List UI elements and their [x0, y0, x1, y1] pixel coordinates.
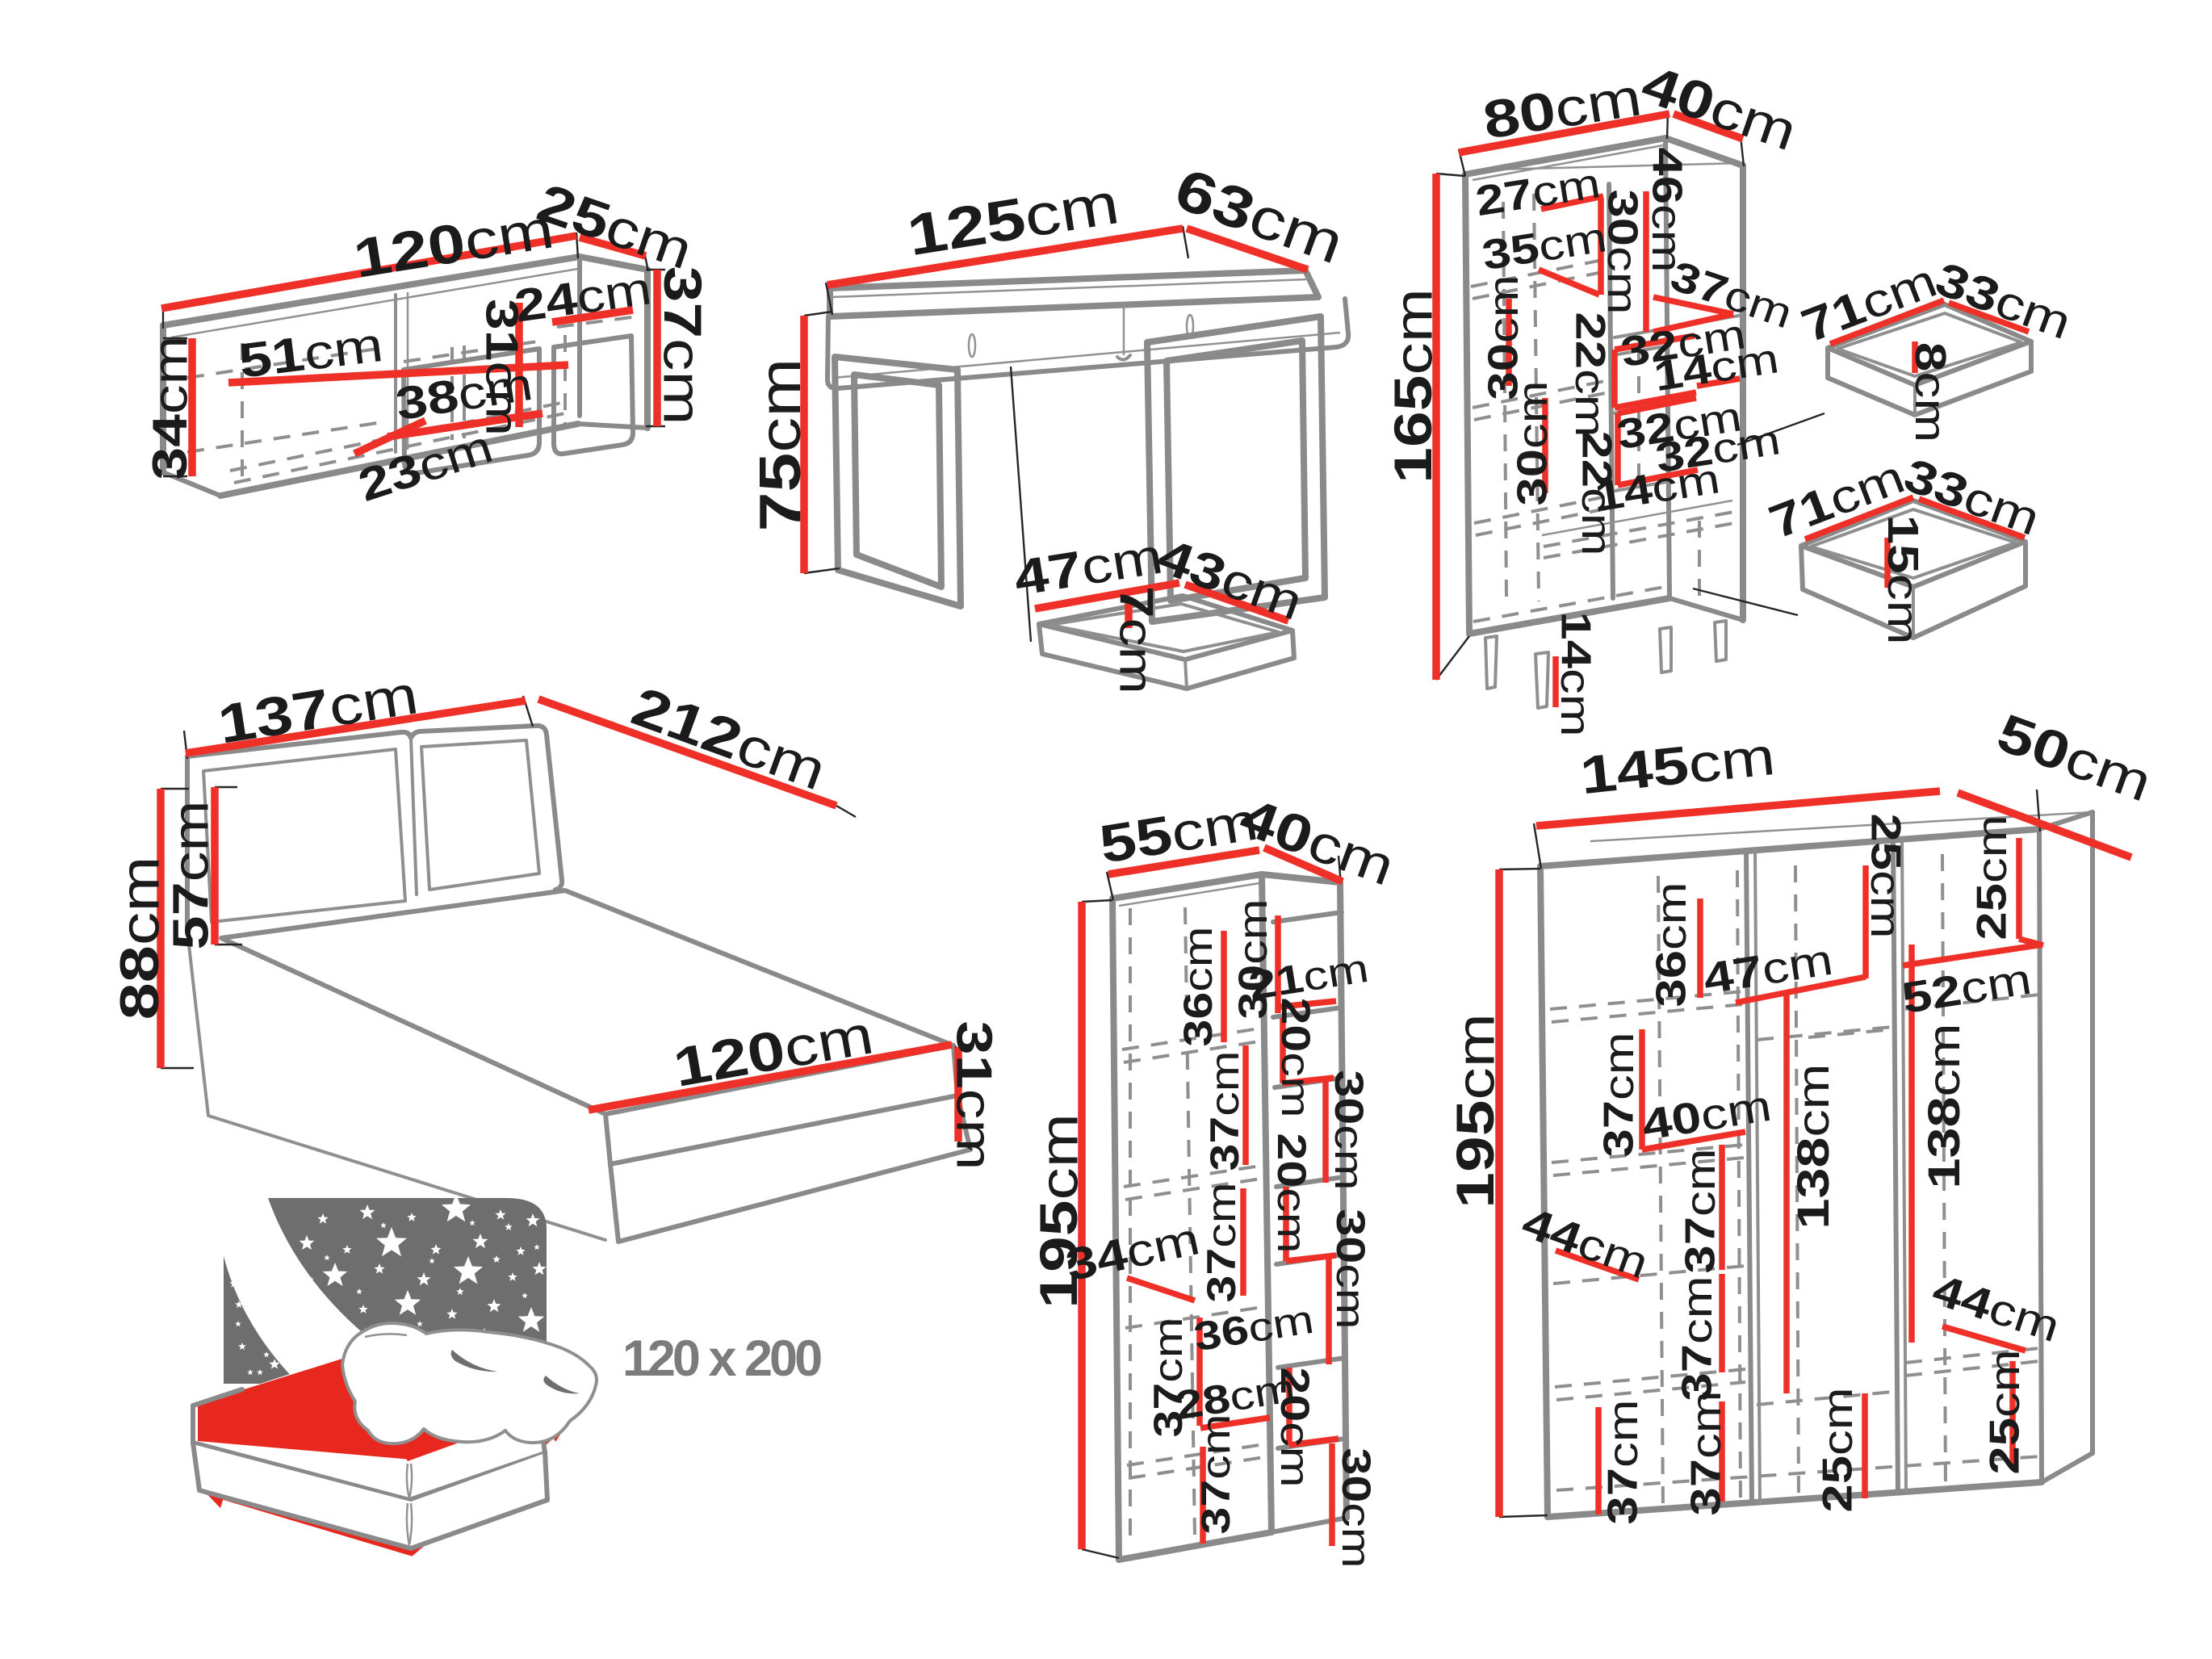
- svg-text:15cm: 15cm: [1879, 514, 1929, 644]
- svg-text:165cm: 165cm: [1383, 288, 1443, 484]
- svg-text:22cm: 22cm: [1567, 312, 1614, 437]
- svg-text:46cm: 46cm: [1644, 147, 1690, 272]
- svg-text:30cm: 30cm: [1599, 189, 1646, 314]
- svg-text:36cm: 36cm: [1175, 926, 1221, 1046]
- svg-text:34cm: 34cm: [143, 336, 197, 480]
- svg-text:20cm: 20cm: [1269, 1133, 1314, 1253]
- svg-text:37cm: 37cm: [1677, 1148, 1724, 1273]
- svg-text:32cm: 32cm: [1618, 310, 1749, 376]
- svg-text:37cm: 37cm: [653, 266, 713, 425]
- svg-text:7cm: 7cm: [1110, 586, 1163, 694]
- svg-text:31cm: 31cm: [476, 299, 528, 436]
- svg-text:14cm: 14cm: [1552, 611, 1599, 736]
- svg-text:30cm: 30cm: [1480, 274, 1527, 400]
- svg-text:20cm: 20cm: [1272, 1367, 1318, 1487]
- svg-text:195cm: 195cm: [1028, 1113, 1088, 1309]
- svg-text:25cm: 25cm: [1981, 1349, 2028, 1474]
- svg-text:37cm: 37cm: [1599, 1399, 1646, 1524]
- svg-text:40cm: 40cm: [1639, 1080, 1775, 1149]
- svg-text:138cm: 138cm: [1919, 1023, 1970, 1188]
- svg-text:30cm: 30cm: [1230, 899, 1276, 1019]
- svg-text:37cm: 37cm: [1682, 1390, 1729, 1515]
- svg-text:30cm: 30cm: [1328, 1209, 1373, 1329]
- svg-text:57cm: 57cm: [162, 801, 219, 950]
- svg-text:37cm: 37cm: [1202, 1050, 1247, 1171]
- svg-text:37cm: 37cm: [1193, 1414, 1238, 1534]
- svg-text:31cm: 31cm: [946, 1021, 1003, 1171]
- svg-text:8cm: 8cm: [1907, 342, 1956, 442]
- svg-text:30cm: 30cm: [1334, 1447, 1379, 1568]
- svg-text:30cm: 30cm: [1326, 1070, 1372, 1190]
- svg-text:195cm: 195cm: [1445, 1013, 1505, 1209]
- svg-text:138cm: 138cm: [1788, 1063, 1839, 1229]
- svg-text:37cm: 37cm: [1199, 1182, 1244, 1302]
- svg-text:36cm: 36cm: [1648, 882, 1695, 1007]
- svg-text:47cm: 47cm: [1010, 527, 1167, 606]
- svg-text:37cm: 37cm: [1595, 1032, 1642, 1157]
- svg-text:30cm: 30cm: [1509, 380, 1556, 505]
- svg-text:37cm: 37cm: [1674, 1276, 1720, 1401]
- svg-text:20cm: 20cm: [1273, 997, 1318, 1117]
- svg-text:22cm: 22cm: [1573, 430, 1620, 555]
- svg-text:37cm: 37cm: [1146, 1317, 1191, 1437]
- svg-text:25cm: 25cm: [1814, 1387, 1861, 1512]
- svg-text:88cm: 88cm: [109, 857, 170, 1020]
- svg-text:120 x 200: 120 x 200: [622, 1330, 821, 1387]
- svg-text:25cm: 25cm: [1968, 815, 2015, 940]
- svg-text:25cm: 25cm: [1862, 813, 1909, 938]
- svg-text:75cm: 75cm: [748, 358, 814, 532]
